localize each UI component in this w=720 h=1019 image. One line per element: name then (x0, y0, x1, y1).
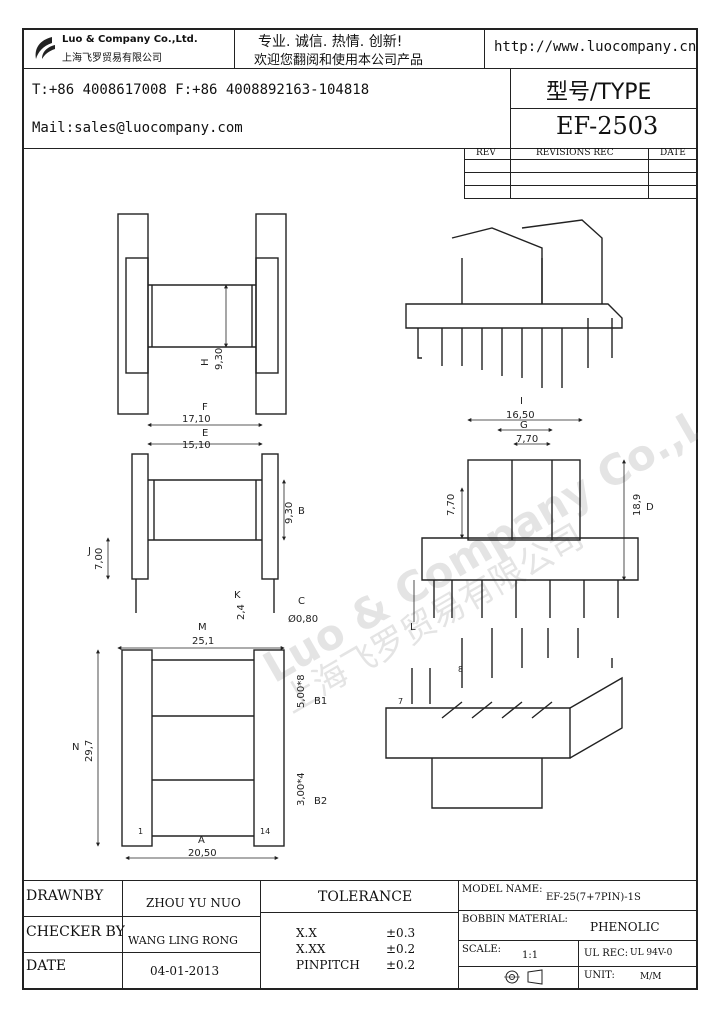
dim-g-side-value: 7,70 (446, 494, 457, 516)
titleblock-row-line-1 (22, 916, 260, 917)
tolerance-label: TOLERANCE (318, 889, 413, 905)
header-sep-2 (484, 28, 485, 68)
ul-label: UL REC: (584, 948, 629, 959)
watermark: Luo & Company Co.,Ltd. 上海飞罗贸易有限公司 (255, 365, 698, 721)
dim-a-letter: A (198, 835, 205, 846)
material-value: PHENOLIC (590, 920, 660, 934)
model-value: EF-25(7+7PIN)-1S (546, 892, 641, 903)
checker-value: WANG LING RONG (128, 934, 238, 947)
dim-b-side-value: 9,30 (284, 502, 295, 524)
dim-g-value: 7,70 (516, 434, 538, 445)
dim-m-letter: M (198, 622, 207, 633)
dim-b-side-letter: B (298, 506, 305, 517)
date-label: DATE (26, 958, 67, 974)
dim-d-value: 18,9 (632, 494, 643, 516)
scale-sep (578, 940, 579, 990)
scale-value: 1:1 (522, 950, 539, 961)
watermark-en: Luo & Company Co.,Ltd. (255, 365, 698, 692)
revisions-col-rev: REV (476, 148, 496, 158)
type-value: EF-2503 (556, 112, 659, 140)
dim-i-letter: I (520, 396, 523, 407)
dim-b1-letter: B1 (314, 696, 327, 707)
titleblock-sep-1 (122, 880, 123, 990)
model-label: MODEL NAME: (462, 884, 543, 895)
dim-b1-value: 5,00*8 (296, 674, 307, 708)
website-link[interactable]: http://www.luocompany.cn (494, 39, 697, 55)
header-divider (22, 68, 698, 69)
dim-e-value: 15,10 (182, 440, 211, 451)
dim-d-letter: D (646, 502, 654, 513)
titleblock-sep-2 (260, 880, 261, 990)
dim-c-value: Ø0,80 (288, 613, 318, 625)
checker-label: CHECKER BY (26, 924, 125, 940)
dim-g-letter: G (520, 420, 528, 431)
dim-k-value: 2,4 (236, 604, 247, 620)
dim-l-letter: L (410, 622, 416, 633)
material-label: BOBBIN MATERIAL: (462, 914, 568, 925)
side-view (413, 418, 639, 622)
dim-f-letter: F (202, 402, 208, 413)
projection-symbol-icon (504, 969, 543, 985)
pin-7-label: 7 (398, 697, 403, 706)
dim-n-value: 29,7 (84, 740, 95, 762)
drawnby-label: DRAWNBY (26, 888, 104, 904)
company-name-en: Luo & Company Co.,Ltd. (62, 34, 198, 45)
dim-n-letter: N (72, 742, 79, 753)
ul-value: UL 94V-0 (630, 948, 673, 958)
drawnby-value: ZHOU YU NUO (146, 896, 241, 910)
dim-h-value: 9,30 (214, 348, 225, 370)
titleblock-row-line-2 (22, 952, 260, 953)
tol-name-1: X.XX (296, 942, 326, 956)
company-logo-icon (35, 37, 55, 59)
dim-h-letter: H (200, 358, 211, 366)
mail-address[interactable]: Mail:sales@luocompany.com (32, 120, 243, 136)
date-value: 04-01-2013 (150, 964, 220, 978)
unit-value: M/M (640, 972, 662, 982)
dim-k-letter: K (234, 590, 241, 601)
top-view (117, 213, 287, 415)
titleblock-top-line (22, 880, 698, 881)
pin-1-label: 1 (138, 827, 143, 836)
phone-fax: T:+86 4008617008 F:+86 4008892163-104818 (32, 82, 370, 98)
dim-b2-letter: B2 (314, 796, 327, 807)
tol-name-2: PINPITCH (296, 958, 360, 972)
drawing-frame (22, 28, 698, 990)
slogan-line-2: 欢迎您翻阅和使用本公司产品 (254, 53, 424, 68)
unit-label: UNIT: (584, 970, 615, 981)
tol-value-1: ±0.2 (386, 942, 416, 956)
isometric-top-view (405, 219, 623, 388)
revisions-table: REV REVISIONS REC DATE (464, 148, 698, 199)
pin-14-label: 14 (260, 827, 270, 836)
dim-j-value: 7,00 (94, 548, 105, 570)
dim-j-letter: J (87, 546, 91, 557)
dim-i-value: 16,50 (506, 410, 535, 421)
revisions-col-date: DATE (660, 148, 686, 158)
tol-value-0: ±0.3 (386, 926, 416, 940)
pin-8-label: 8 (458, 665, 463, 674)
dim-b2-value: 3,00*4 (296, 772, 307, 806)
bottom-view (96, 646, 285, 860)
front-view (106, 423, 286, 613)
type-box-divider (510, 108, 698, 109)
dim-m-value: 25,1 (192, 636, 214, 647)
model-divider (458, 910, 698, 911)
dim-e-letter: E (202, 428, 208, 439)
tol-value-2: ±0.2 (386, 958, 416, 972)
dim-c-letter: C (298, 596, 305, 607)
revisions-col-rec: REVISIONS REC (536, 148, 614, 158)
titleblock-sep-3 (458, 880, 459, 990)
dim-a-value: 20,50 (188, 848, 217, 859)
contact-divider (22, 148, 698, 149)
tol-name-0: X.X (296, 926, 317, 940)
isometric-bottom-view (385, 628, 623, 809)
dim-f-value: 17,10 (182, 414, 211, 425)
type-label: 型号/TYPE (546, 80, 652, 105)
company-name-cn: 上海飞罗贸易有限公司 (62, 53, 162, 64)
slogan-line-1: 专业. 诚信. 热情. 创新! (258, 34, 403, 50)
tolerance-divider (260, 912, 458, 913)
header-sep-1 (234, 28, 235, 68)
scale-label: SCALE: (462, 944, 502, 955)
technical-drawing: Luo & Company Co.,Ltd. 上海飞罗贸易有限公司 (72, 213, 698, 860)
